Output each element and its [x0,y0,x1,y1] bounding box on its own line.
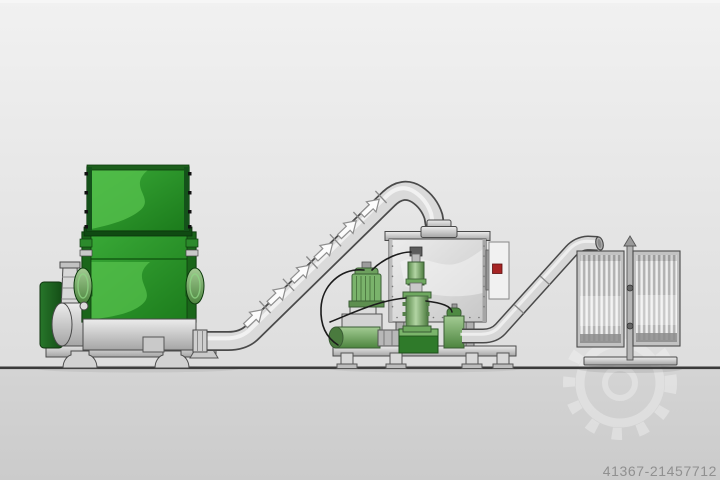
bearing-bolt [79,301,89,311]
inlet-collar [420,219,458,238]
valve-block [398,328,439,354]
shadow-container-unit [330,365,520,373]
pipe-sheen [193,186,436,341]
cable-motor-loop [320,269,365,346]
green-motor [348,261,385,308]
cable-motor-to-column [371,251,412,271]
discharge-pipe-body [462,237,599,342]
ground [0,369,720,480]
dosing-column [402,246,432,333]
hopper-lower [79,231,199,323]
screen-stand [576,235,681,366]
post-knob [626,284,634,292]
cable-column-to-tank [425,300,453,313]
base-front-block [142,336,165,353]
pipe-joints [258,190,388,314]
hopper-upper [83,164,193,237]
conveying-pipe [192,180,458,353]
stand-post-cap [623,235,637,247]
screen-panel-left [576,250,625,348]
discharge-pipe [460,235,604,344]
post-knob [626,322,634,330]
screen-panel-right [632,250,681,347]
shredder-base-housing [82,318,197,351]
discharge-pipe-sheen [460,239,597,336]
floor-line [0,366,720,370]
trunnion-left [73,267,93,305]
control-panel [485,241,510,300]
stand-post [626,242,634,361]
cable-horizontal [329,297,407,323]
shadow-screen-stand [578,365,682,373]
hopper-bolts [84,172,192,229]
pressure-tank [443,303,465,349]
container-unit-foreground [320,246,517,369]
red-indicator [492,263,503,274]
discharge-pipe-mouth [595,236,604,251]
trunnion-right [185,267,205,305]
feeder-cylinder [328,326,401,349]
watermark-id-text: 41367-21457712 [603,463,717,479]
top-highlight [0,0,720,3]
outlet-coupler [192,329,208,353]
shredder-machine [39,164,219,369]
discharge-pipe-joints [513,275,551,314]
